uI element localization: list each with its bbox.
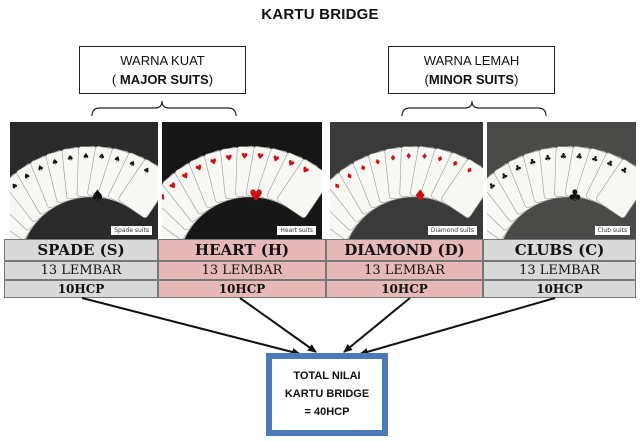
total-value-box: TOTAL NILAI KARTU BRIDGE = 40HCP (266, 353, 388, 436)
svg-text:♣: ♣ (575, 152, 584, 162)
svg-text:♥: ♥ (271, 154, 281, 165)
heart-name-cell: HEART (H) (158, 239, 326, 261)
svg-text:♣: ♣ (528, 157, 537, 167)
svg-text:♥: ♥ (300, 165, 311, 176)
svg-text:♣: ♣ (513, 163, 523, 174)
svg-text:♣: ♣ (499, 171, 510, 182)
svg-text:♣: ♣ (568, 186, 582, 205)
svg-text:♦: ♦ (413, 186, 427, 205)
svg-text:♥: ♥ (256, 152, 265, 162)
spade-count-cell: 13 LEMBAR (4, 261, 158, 280)
heart-count-cell: 13 LEMBAR (158, 261, 326, 280)
total-line-2: KARTU BRIDGE (284, 388, 370, 400)
svg-text:♠: ♠ (97, 152, 106, 162)
diamond-name-cell: DIAMOND (D) (326, 239, 483, 261)
svg-text:♦: ♦ (358, 163, 368, 174)
svg-text:♣: ♣ (560, 152, 567, 161)
svg-text:♠: ♠ (50, 157, 59, 167)
svg-text:♦: ♦ (420, 152, 429, 162)
svg-text:♣: ♣ (487, 180, 498, 192)
photo-clubs: ♣♣♣♣♣♣♣♣♣♣♣♣♣♣Club suits (487, 122, 636, 239)
minor-suits-label: WARNA LEMAH (423, 53, 520, 68)
major-brace (91, 100, 237, 117)
clubs-name-cell: CLUBS (C) (483, 239, 636, 261)
spade-name-cell: SPADE (S) (4, 239, 158, 261)
svg-text:♠: ♠ (141, 165, 152, 176)
svg-text:♠: ♠ (22, 171, 33, 182)
spade-hcp-cell: 10HCP (4, 280, 158, 298)
svg-text:♠: ♠ (127, 158, 137, 169)
svg-text:♣: ♣ (544, 153, 552, 163)
total-line-3: = 40HCP (304, 406, 350, 418)
clubs-hcp-cell: 10HCP (483, 280, 636, 298)
photo-spade: ♠♠♠♠♠♠♠♠♠♠♠♠♠♠Spade suits (10, 122, 158, 239)
svg-text:♥: ♥ (225, 153, 233, 163)
svg-text:♥: ♥ (241, 152, 248, 161)
svg-text:♠: ♠ (112, 154, 122, 165)
heart-card-fan: ♥♥♥♥♥♥♥♥♥♥♥♥♥♥ (162, 122, 322, 239)
svg-text:♥: ♥ (168, 180, 179, 192)
heart-photo-caption: Heart suits (277, 226, 316, 235)
svg-text:♥: ♥ (162, 192, 168, 203)
clubs-card-fan: ♣♣♣♣♣♣♣♣♣♣♣♣♣♣ (487, 122, 636, 239)
major-suits-label: WARNA KUAT (120, 53, 205, 68)
svg-text:♥: ♥ (194, 163, 204, 174)
diamond-count-cell: 13 LEMBAR (326, 261, 483, 280)
svg-text:♥: ♥ (286, 158, 296, 169)
svg-text:♠: ♠ (66, 153, 74, 163)
svg-text:♣: ♣ (605, 158, 615, 169)
svg-text:♦: ♦ (389, 153, 397, 163)
spade-photo-caption: Spade suits (111, 226, 152, 235)
minor-brace (401, 100, 547, 117)
svg-text:♦: ♦ (405, 152, 412, 161)
diamond-card-fan: ♦♦♦♦♦♦♦♦♦♦♦♦♦♦ (330, 122, 483, 239)
svg-text:♥: ♥ (180, 171, 191, 182)
svg-text:♠: ♠ (90, 186, 104, 205)
photo-heart: ♥♥♥♥♥♥♥♥♥♥♥♥♥♥Heart suits (162, 122, 322, 239)
svg-text:♥: ♥ (249, 186, 263, 205)
photo-diamond: ♦♦♦♦♦♦♦♦♦♦♦♦♦♦Diamond suits (330, 122, 483, 239)
svg-text:♣: ♣ (619, 165, 630, 176)
major-suits-box: WARNA KUAT ( MAJOR SUITS) (79, 46, 246, 94)
svg-text:♦: ♦ (464, 165, 475, 176)
svg-text:♠: ♠ (36, 163, 46, 174)
clubs-photo-caption: Club suits (594, 226, 630, 235)
spade-card-fan: ♠♠♠♠♠♠♠♠♠♠♠♠♠♠ (10, 122, 158, 239)
svg-text:♠: ♠ (10, 180, 20, 192)
svg-text:♦: ♦ (435, 154, 445, 165)
svg-text:♥: ♥ (209, 157, 218, 167)
heart-hcp-cell: 10HCP (158, 280, 326, 298)
svg-text:♦: ♦ (332, 180, 343, 192)
svg-text:♠: ♠ (82, 152, 89, 161)
total-line-1: TOTAL NILAI (293, 370, 361, 382)
svg-text:♦: ♦ (450, 158, 460, 169)
minor-suits-sub: (MINOR SUITS) (424, 72, 519, 87)
svg-text:♦: ♦ (344, 171, 355, 182)
diagram-title: KARTU BRIDGE (261, 6, 379, 23)
diamond-photo-caption: Diamond suits (427, 226, 477, 235)
svg-text:♦: ♦ (373, 157, 382, 167)
major-suits-sub: ( MAJOR SUITS) (111, 72, 214, 87)
diamond-hcp-cell: 10HCP (326, 280, 483, 298)
minor-suits-box: WARNA LEMAH (MINOR SUITS) (388, 46, 555, 94)
clubs-count-cell: 13 LEMBAR (483, 261, 636, 280)
svg-text:♣: ♣ (590, 154, 600, 165)
svg-text:♦: ♦ (330, 192, 332, 203)
